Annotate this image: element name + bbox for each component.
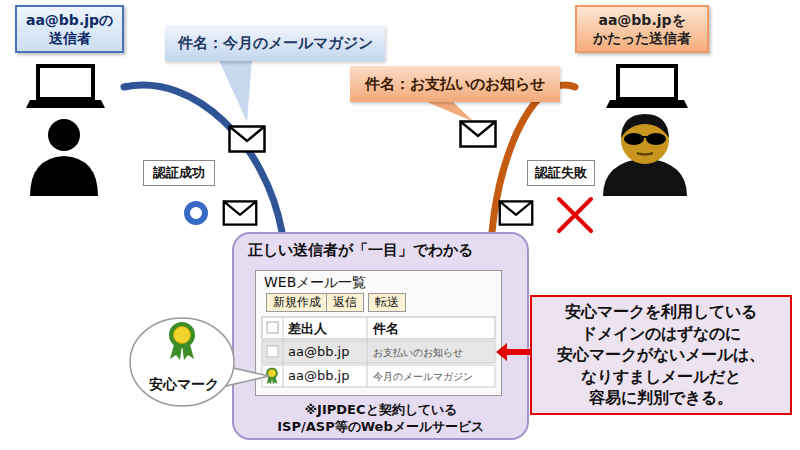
table-cell: aa@bb.jp — [288, 344, 349, 359]
toolbar-button: 新規作成 — [266, 293, 328, 312]
table-cell: aa@bb.jp — [288, 368, 349, 383]
node-text: 新規作成 — [273, 294, 321, 311]
callout-pointer — [420, 99, 474, 122]
left-laptop — [26, 66, 105, 108]
left-person — [30, 119, 98, 196]
node-text: 件名：今月のメールマガジン — [177, 25, 373, 61]
node-text: WEBメール一覧 — [264, 274, 366, 292]
mark-bubble: 安心マーク — [128, 316, 240, 408]
node-text: 件名：お支払いのお知らせ — [362, 66, 548, 102]
node-text: 転送 — [375, 294, 399, 311]
success-ring — [187, 204, 205, 222]
node-text: 認証成功 — [151, 164, 207, 182]
node-text: 返信 — [333, 294, 357, 311]
table-cell: 差出人 — [288, 320, 327, 338]
mail-window: WEBメール一覧新規作成返信 転送差出人 件名 aa@bb.jp お支払いのお知らせ aa… — [255, 270, 502, 396]
fail-cross — [559, 199, 591, 231]
table-cell: お支払いのお知らせ — [373, 346, 463, 360]
auth-label: 認証失敗 — [527, 160, 595, 186]
right-laptop — [606, 66, 688, 108]
toolbar-button: 転送 — [368, 293, 406, 312]
note-box: 安心マークを利用している ドメインのはずなのに 安心マークがないメールは、 なり… — [530, 295, 792, 415]
envelope-icon — [224, 201, 257, 224]
envelope-icon — [500, 201, 533, 224]
mail-route — [492, 85, 575, 232]
auth-label: 認証成功 — [143, 160, 215, 186]
node-text: 認証失敗 — [535, 164, 587, 182]
toolbar-button: 返信 — [326, 293, 364, 312]
mark-bubble — [128, 316, 236, 408]
envelope-icon — [461, 122, 496, 147]
sender-box: aa@bb.jpを かたった送信者 — [575, 5, 709, 200]
node-text: aa@bb.jpを かたった送信者 — [575, 5, 709, 53]
webmail-region: 正しい送信者が「一目」でわかる ※JIPDECと契約している ISP/ASP等のW… — [232, 232, 529, 440]
sender-box: aa@bb.jpの 送信者 — [15, 5, 124, 200]
callout-pointer — [218, 58, 252, 122]
envelope-icon — [230, 127, 265, 152]
node-text: 正しい送信者が「一目」でわかる — [248, 241, 473, 260]
table-cell: 件名 — [373, 320, 399, 338]
subject-callout: 件名：お支払いのお知らせ — [350, 66, 560, 102]
red-arrow — [494, 342, 530, 362]
node-text: 安心マーク — [128, 376, 240, 394]
subject-callout: 件名：今月のメールマガジン — [165, 25, 385, 61]
node-text: ※JIPDECと契約している ISP/ASP等のWebメールサービス — [234, 402, 527, 436]
table-cell: 今月のメールマガジン — [373, 370, 473, 384]
node-text: aa@bb.jpの 送信者 — [15, 5, 124, 53]
node-text: 安心マークを利用している ドメインのはずなのに 安心マークがないメールは、 なり… — [542, 301, 780, 409]
mail-route — [124, 85, 282, 232]
impostor-figure — [603, 114, 687, 196]
